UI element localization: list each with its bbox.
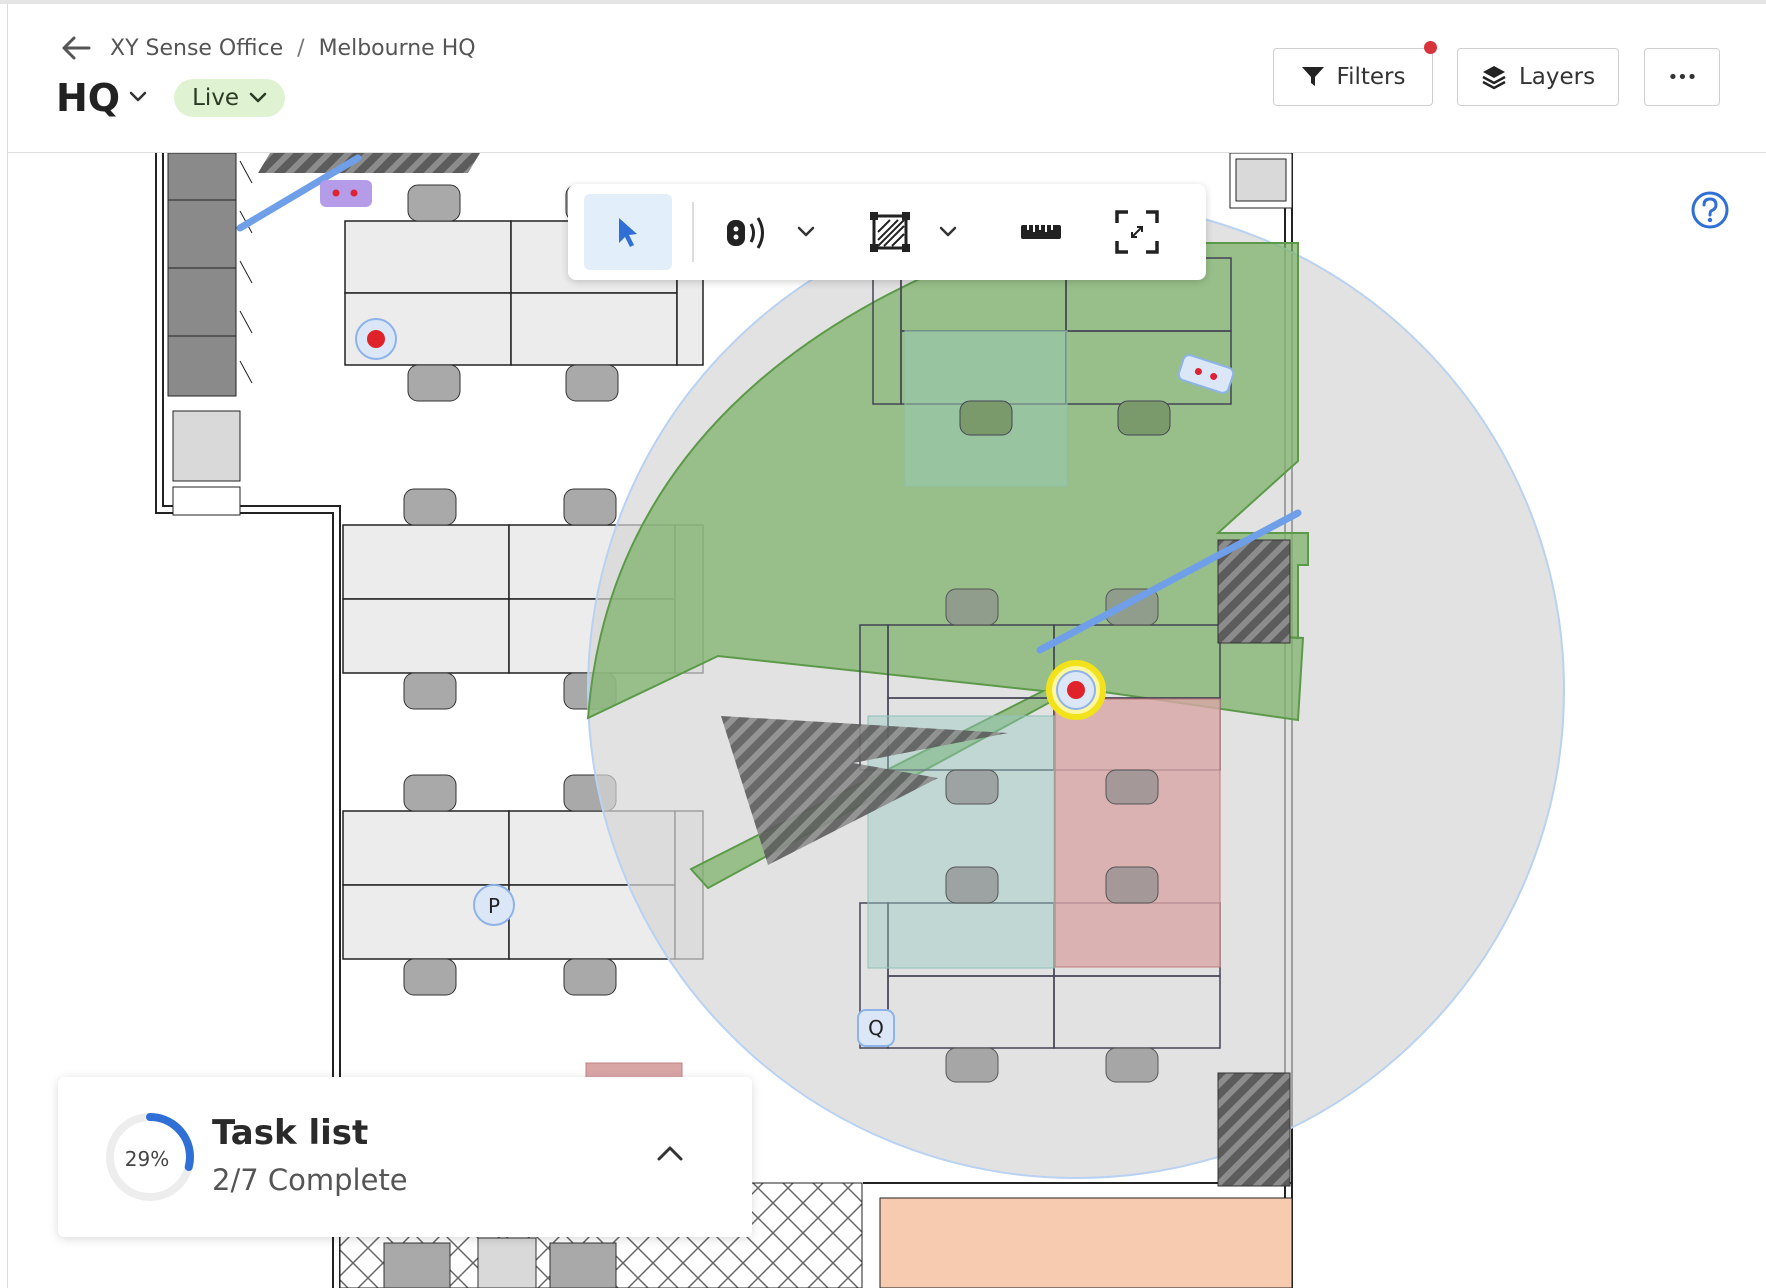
chevron-down-icon: [249, 92, 267, 103]
expand-icon: [1115, 210, 1159, 254]
toolbar-divider: [692, 202, 694, 262]
title-row: HQ Live: [56, 76, 286, 120]
page-title[interactable]: HQ: [56, 76, 121, 120]
notification-dot: [1424, 41, 1437, 54]
map-toolbar: [568, 184, 1206, 280]
sensor-signal-icon: [727, 217, 764, 249]
window-left-edge: [7, 4, 8, 1288]
fit-view-tool-button[interactable]: [1102, 194, 1172, 270]
page-header: XY Sense Office / Melbourne HQ HQ Live F…: [8, 4, 1766, 153]
task-list-subtitle: 2/7 Complete: [212, 1163, 408, 1197]
status-label: Live: [192, 85, 240, 111]
window-top-edge: [0, 0, 1766, 4]
help-icon[interactable]: [1690, 190, 1730, 230]
back-arrow-icon[interactable]: [56, 28, 96, 68]
marker-q[interactable]: Q: [857, 1009, 895, 1047]
more-dots-icon: •••: [1667, 66, 1698, 88]
progress-ring: [106, 1113, 194, 1201]
glass-wall-line: [1036, 509, 1302, 654]
filters-label: Filters: [1336, 64, 1406, 90]
status-badge[interactable]: Live: [174, 79, 286, 117]
select-tool-button[interactable]: [584, 194, 672, 270]
task-list-title: Task list: [212, 1113, 369, 1153]
measure-tool-button[interactable]: [1006, 194, 1076, 270]
filters-button[interactable]: Filters: [1273, 41, 1437, 106]
sensor-tool-button[interactable]: [716, 194, 780, 270]
ruler-icon: [1021, 225, 1061, 239]
desk-cluster-e: [859, 588, 1221, 1083]
chevron-down-icon[interactable]: [128, 89, 148, 108]
hatched-area-icon: [870, 212, 910, 252]
breadcrumb-item-site[interactable]: Melbourne HQ: [318, 35, 476, 61]
storage-lockers: [167, 153, 1293, 516]
area-tool-button[interactable]: [860, 194, 920, 270]
more-options-button[interactable]: •••: [1644, 48, 1720, 106]
sensor-tool-dropdown[interactable]: [786, 194, 826, 270]
breadcrumb-separator: /: [297, 35, 305, 61]
marker-q-label: Q: [868, 1016, 884, 1040]
filter-icon: [1301, 67, 1324, 86]
task-list-panel[interactable]: 29% Task list 2/7 Complete: [58, 1077, 752, 1237]
area-tool-dropdown[interactable]: [928, 194, 968, 270]
marker-p[interactable]: P: [473, 884, 515, 926]
breadcrumb: XY Sense Office / Melbourne HQ: [58, 28, 476, 68]
breadcrumb-item-office[interactable]: XY Sense Office: [110, 35, 284, 61]
layers-icon: [1482, 66, 1506, 90]
chevron-down-icon: [939, 226, 957, 237]
chevron-down-icon: [797, 226, 815, 237]
marker-p-label: P: [488, 894, 500, 918]
cursor-arrow-icon: [619, 218, 637, 247]
selected-sensor[interactable]: [1046, 660, 1106, 720]
layers-label: Layers: [1518, 64, 1596, 90]
progress-percent: 29%: [124, 1147, 170, 1171]
obstructions: [721, 539, 1291, 1187]
layers-button[interactable]: Layers: [1457, 48, 1619, 106]
chevron-up-icon[interactable]: [650, 1133, 690, 1173]
